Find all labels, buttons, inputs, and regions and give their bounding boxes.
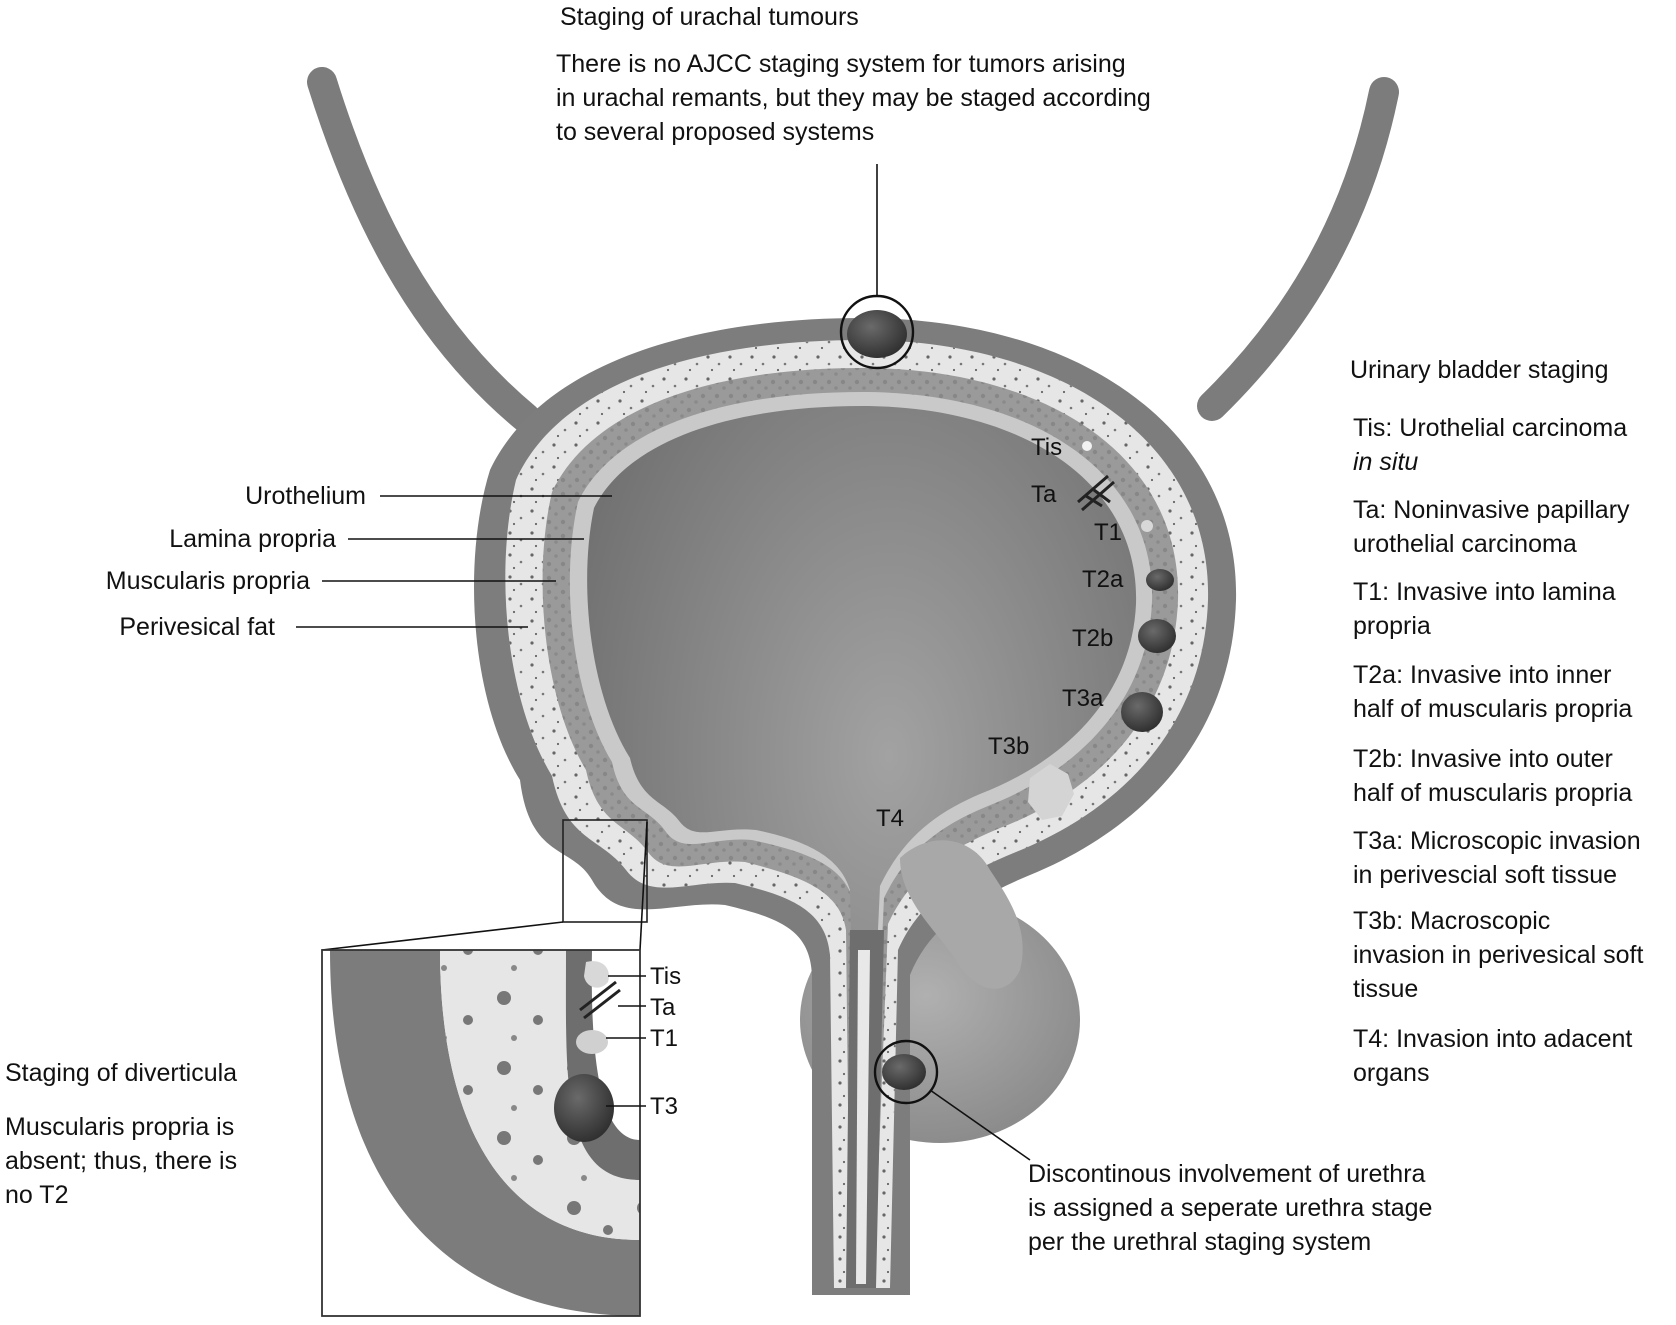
diverticula-line-2: absent; thus, there is <box>5 1147 237 1175</box>
lamina-propria-label: Lamina propria <box>169 525 336 553</box>
urethra-lumen <box>856 950 870 1284</box>
t2b-lesion-icon <box>1138 619 1176 653</box>
tis-lesion-icon <box>1082 441 1092 451</box>
key-t3a-line-1: T3a: Microscopic invasion <box>1353 827 1641 855</box>
urachal-tumour-icon <box>847 310 907 358</box>
bladder-staging-heading: Urinary bladder staging <box>1350 356 1608 384</box>
diverticula-line-3: no T2 <box>5 1181 68 1209</box>
t4-lesion-icon <box>900 840 1023 989</box>
inset-connector-right <box>639 821 648 951</box>
urethral-leader-line <box>929 1089 1031 1161</box>
urethra-line-2: is assigned a seperate urethra stage <box>1028 1194 1432 1222</box>
marker-t2b: T2b <box>1072 625 1113 652</box>
inset-marker-ta: Ta <box>650 994 676 1021</box>
left-ureter-icon <box>307 67 541 433</box>
marker-ta: Ta <box>1031 481 1057 508</box>
inset-marker-t3: T3 <box>650 1093 678 1120</box>
key-t2b-line-1: T2b: Invasive into outer <box>1353 745 1613 773</box>
t3a-lesion-icon <box>1121 692 1163 732</box>
key-t3a-line-2: in perivescial soft tissue <box>1353 861 1617 889</box>
muscularis-propria-label: Muscularis propria <box>106 567 310 595</box>
right-ureter-icon <box>1197 77 1399 421</box>
t1-lesion-icon <box>1141 520 1153 532</box>
bladder-lumen <box>587 406 1137 1280</box>
urothelium-label: Urothelium <box>245 482 366 510</box>
ta-lesion-icon <box>1077 474 1115 512</box>
marker-t3b: T3b <box>988 733 1029 760</box>
t3b-lesion-icon <box>1028 764 1074 820</box>
urethra-line-1: Discontinous involvement of urethra <box>1028 1160 1426 1188</box>
urachal-line-1: There is no AJCC staging system for tumo… <box>556 50 1126 78</box>
urethra-line-3: per the urethral staging system <box>1028 1228 1371 1256</box>
key-t3b-line-1: T3b: Macroscopic <box>1353 907 1550 935</box>
key-t2a-line-2: half of muscularis propria <box>1353 695 1632 723</box>
marker-t4: T4 <box>876 805 904 832</box>
urachal-line-3: to several proposed systems <box>556 118 874 146</box>
key-t4-line-2: organs <box>1353 1059 1429 1087</box>
key-t1-line-1: T1: Invasive into lamina <box>1353 578 1616 606</box>
key-t1-line-2: propria <box>1353 612 1431 640</box>
inset-source-box-icon <box>562 819 648 923</box>
key-ta-line-2: urothelial carcinoma <box>1353 530 1577 558</box>
inset-marker-tis: Tis <box>650 963 681 990</box>
diverticula-line-1: Muscularis propria is <box>5 1113 234 1141</box>
key-t3b-line-3: tissue <box>1353 975 1418 1003</box>
t2a-lesion-icon <box>1146 569 1174 591</box>
key-t2a-line-1: T2a: Invasive into inner <box>1353 661 1611 689</box>
marker-tis: Tis <box>1031 434 1062 461</box>
key-ta-line-1: Ta: Noninvasive papillary <box>1353 496 1630 524</box>
urachal-heading: Staging of urachal tumours <box>560 3 859 31</box>
urethral-callout-circle-icon <box>873 1039 939 1105</box>
key-t4-line-1: T4: Invasion into adacent <box>1353 1025 1632 1053</box>
urethral-tumour-icon <box>882 1054 926 1090</box>
marker-t3a: T3a <box>1062 685 1104 712</box>
inset-box-icon <box>321 949 641 1317</box>
inset-connector-left <box>321 921 564 951</box>
inset-magnified-wall <box>322 950 640 1316</box>
inset-marker-t1: T1 <box>650 1025 678 1052</box>
key-tis-line-1: Tis: Urothelial carcinoma <box>1353 414 1627 442</box>
key-tis-line-2: in situ <box>1353 448 1418 476</box>
urachal-line-2: in urachal remants, but they may be stag… <box>556 84 1151 112</box>
diverticula-heading: Staging of diverticula <box>5 1059 237 1087</box>
marker-t2a: T2a <box>1082 566 1124 593</box>
key-t2b-line-2: half of muscularis propria <box>1353 779 1632 807</box>
perivesical-fat-label: Perivesical fat <box>119 613 275 641</box>
key-t3b-line-2: invasion in perivesical soft <box>1353 941 1643 969</box>
marker-t1: T1 <box>1094 519 1122 546</box>
